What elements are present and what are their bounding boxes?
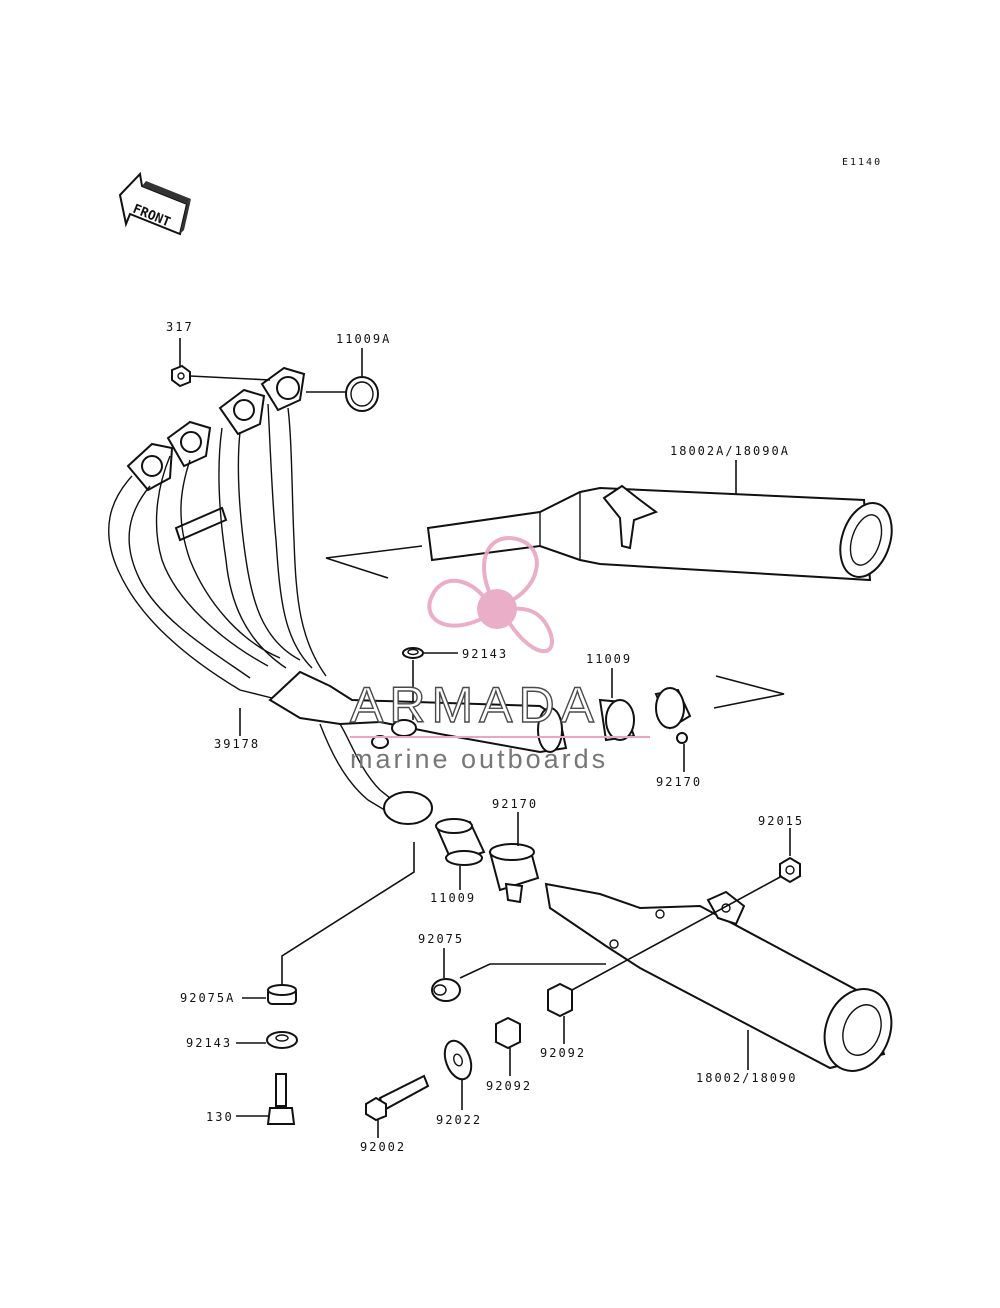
label-92170-top: 92170 [656, 775, 702, 789]
collar-92092-left [495, 1016, 521, 1050]
label-92143-bottom: 92143 [186, 1036, 232, 1050]
label-92075a: 92075A [180, 991, 235, 1005]
label-92002: 92002 [360, 1140, 406, 1154]
front-arrow-icon: FRONT [118, 171, 191, 236]
label-39178: 39178 [214, 737, 260, 751]
label-18002-18090: 18002/18090 [696, 1071, 797, 1085]
clamp-92170-mid [488, 843, 540, 904]
bolt-130 [266, 1073, 296, 1125]
label-18002a-18090a: 18002A/18090A [670, 444, 790, 458]
part-labels: 317 11009A 18002A/18090A 92143 11009 391… [166, 320, 804, 1154]
label-11009-top: 11009 [586, 652, 632, 666]
gasket-11009-top [598, 698, 636, 742]
label-92092-left: 92092 [486, 1079, 532, 1093]
clamp-92170-top [654, 687, 692, 744]
collar-92092-right [547, 982, 573, 1018]
label-92092-right: 92092 [540, 1046, 586, 1060]
diagram-code: E1140 [842, 157, 882, 168]
lower-muffler [544, 882, 893, 1072]
label-92022: 92022 [436, 1113, 482, 1127]
label-11009a: 11009A [336, 332, 391, 346]
washer-92022 [443, 1039, 473, 1081]
label-11009-mid: 11009 [430, 891, 476, 905]
nut-317 [171, 364, 191, 388]
grommet-92075a [267, 984, 297, 1005]
label-92143-top: 92143 [462, 647, 508, 661]
watermark-divider [350, 736, 650, 738]
label-92015: 92015 [758, 814, 804, 828]
gasket-11009a [345, 376, 379, 412]
label-317: 317 [166, 320, 194, 334]
gasket-11009-mid [435, 818, 486, 866]
label-130: 130 [206, 1110, 234, 1124]
watermark-subtitle: marine outboards [350, 744, 608, 774]
bolt-92002 [365, 1074, 430, 1122]
washer-92143-bottom [266, 1031, 298, 1049]
watermark-title: ARMADA [350, 677, 600, 733]
upper-muffler [426, 484, 893, 582]
propeller-logo-icon [427, 536, 554, 654]
washer-92143-top [402, 647, 424, 659]
nut-92015 [779, 856, 801, 884]
leader-lines [179, 338, 791, 1138]
grommet-92075 [431, 978, 461, 1002]
watermark: ARMADA marine outboards [349, 536, 650, 774]
exhaust-header [108, 366, 568, 825]
label-92170-mid: 92170 [492, 797, 538, 811]
label-92075: 92075 [418, 932, 464, 946]
